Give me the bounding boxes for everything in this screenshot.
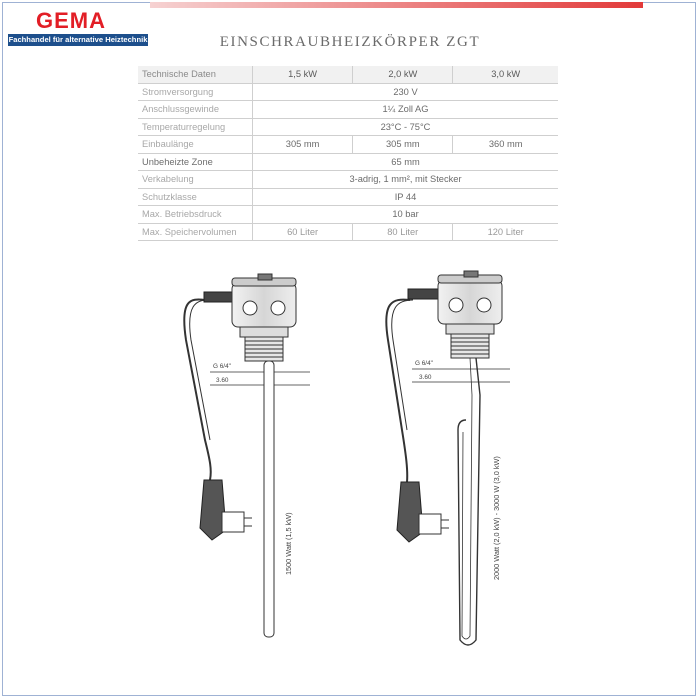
strain-relief bbox=[407, 288, 439, 300]
strain-relief bbox=[203, 291, 233, 303]
plug-face bbox=[418, 513, 442, 535]
cable bbox=[385, 298, 411, 483]
table-row: Anschlussgewinde 1¼ Zoll AG bbox=[138, 100, 558, 119]
heater-head bbox=[437, 279, 503, 325]
row-value: 60 Liter bbox=[252, 223, 354, 241]
table-row: Max. Speichervolumen 60 Liter 80 Liter 1… bbox=[138, 223, 558, 241]
header-cell-label: Technische Daten bbox=[138, 66, 253, 84]
table-row: Unbeheizte Zone 65 mm bbox=[138, 153, 558, 171]
spec-table: Technische Daten 1,5 kW 2,0 kW 3,0 kW St… bbox=[138, 66, 558, 241]
cable bbox=[183, 298, 212, 481]
right-dim-label: 3.60 bbox=[419, 374, 432, 381]
heating-element-u bbox=[457, 357, 481, 646]
heating-rod bbox=[263, 360, 275, 638]
row-label: Verkabelung bbox=[138, 170, 253, 189]
row-value: 23°C - 75°C bbox=[252, 118, 558, 136]
left-dim-label: 3.60 bbox=[216, 377, 229, 384]
cable-outline bbox=[391, 299, 414, 431]
row-value: 1¼ Zoll AG bbox=[252, 100, 558, 119]
table-row: Schutzklasse IP 44 bbox=[138, 188, 558, 206]
row-label: Max. Speichervolumen bbox=[138, 223, 253, 241]
head-port-right bbox=[270, 300, 286, 316]
head-port-left bbox=[448, 297, 464, 313]
table-row: Stromversorgung 230 V bbox=[138, 83, 558, 101]
row-value: 65 mm bbox=[252, 153, 558, 171]
spec-table-header: Technische Daten 1,5 kW 2,0 kW 3,0 kW bbox=[138, 66, 558, 84]
brand-tagline: Fachhandel für alternative Heiztechnik bbox=[8, 34, 148, 46]
row-label: Anschlussgewinde bbox=[138, 100, 253, 119]
table-row: Einbaulänge 305 mm 305 mm 360 mm bbox=[138, 135, 558, 154]
hex-nut bbox=[239, 326, 289, 338]
plug-face bbox=[221, 511, 245, 533]
row-label: Temperaturregelung bbox=[138, 118, 253, 136]
left-power-label: 1500 Watt (1,5 kW) bbox=[284, 512, 293, 575]
table-row: Temperaturregelung 23°C - 75°C bbox=[138, 118, 558, 136]
row-label: Einbaulänge bbox=[138, 135, 253, 154]
row-label: Unbeheizte Zone bbox=[138, 153, 253, 171]
hex-nut bbox=[445, 323, 495, 335]
row-value: 80 Liter bbox=[352, 223, 454, 241]
row-label: Stromversorgung bbox=[138, 83, 253, 101]
row-value: 120 Liter bbox=[452, 223, 558, 241]
heater-drawing-2-3kw bbox=[385, 270, 510, 646]
schuko-plug bbox=[199, 479, 227, 541]
table-row: Verkabelung 3-adrig, 1 mm², mit Stecker bbox=[138, 170, 558, 189]
left-thread-label: G 6/4" bbox=[213, 363, 231, 370]
row-value: 305 mm bbox=[352, 135, 454, 154]
right-power-label: 2000 Watt (2,0 kW) - 3000 W (3,0 kW) bbox=[492, 456, 501, 580]
row-value: 305 mm bbox=[252, 135, 354, 154]
document-title: EINSCHRAUBHEIZKÖRPER ZGT bbox=[219, 34, 481, 50]
table-row: Max. Betriebsdruck 10 bar bbox=[138, 205, 558, 224]
top-accent-bar bbox=[150, 2, 643, 8]
schuko-plug bbox=[396, 481, 424, 543]
head-port-right bbox=[476, 297, 492, 313]
row-value: 230 V bbox=[252, 83, 558, 101]
row-label: Schutzklasse bbox=[138, 188, 253, 206]
brand-name: GEMA bbox=[36, 8, 106, 33]
right-thread-label: G 6/4" bbox=[415, 360, 433, 367]
heater-drawing-1-5kw bbox=[183, 273, 310, 638]
thermostat-knob bbox=[257, 273, 273, 281]
header-cell-2-0kw: 2,0 kW bbox=[352, 66, 454, 84]
cable-outline bbox=[189, 299, 211, 441]
header-cell-3-0kw: 3,0 kW bbox=[452, 66, 558, 84]
header-cell-1-5kw: 1,5 kW bbox=[252, 66, 354, 84]
row-value: 3-adrig, 1 mm², mit Stecker bbox=[252, 170, 558, 189]
row-value: 10 bar bbox=[252, 205, 558, 224]
thermostat-knob bbox=[463, 270, 479, 278]
head-port-left bbox=[242, 300, 258, 316]
row-value: 360 mm bbox=[452, 135, 558, 154]
heater-head bbox=[231, 282, 297, 328]
row-label: Max. Betriebsdruck bbox=[138, 205, 253, 224]
row-value: IP 44 bbox=[252, 188, 558, 206]
